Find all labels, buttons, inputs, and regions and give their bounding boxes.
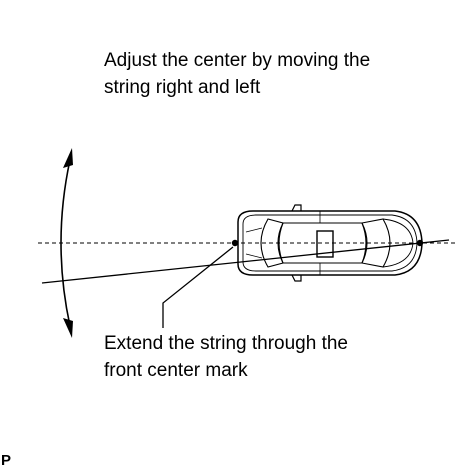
string-line xyxy=(41,239,450,284)
front-center-mark xyxy=(231,239,239,247)
car-hood-line xyxy=(245,253,263,259)
adjust-arc xyxy=(60,159,71,327)
arrowhead-up-icon xyxy=(63,148,73,168)
arrowhead-down-icon xyxy=(63,318,73,338)
adjust-arrow xyxy=(60,148,73,338)
adjust-center-annotation: Adjust the center by moving the string r… xyxy=(104,47,370,101)
extend-string-annotation: Extend the string through the front cent… xyxy=(104,330,348,384)
annotation-line: Adjust the center by moving the xyxy=(104,50,371,71)
leader-line xyxy=(162,246,234,328)
annotation-line: string right and left xyxy=(104,77,261,98)
figure-code: P xyxy=(1,452,12,469)
rear-center-mark xyxy=(416,239,424,247)
annotation-line: front center mark xyxy=(104,360,248,381)
car-hood-line xyxy=(245,227,263,233)
car-sunroof xyxy=(316,230,334,258)
car-mirror-left xyxy=(291,204,302,212)
annotation-line: Extend the string through the xyxy=(104,333,348,354)
car-mirror-right xyxy=(291,274,302,282)
car-trunk xyxy=(382,218,414,268)
